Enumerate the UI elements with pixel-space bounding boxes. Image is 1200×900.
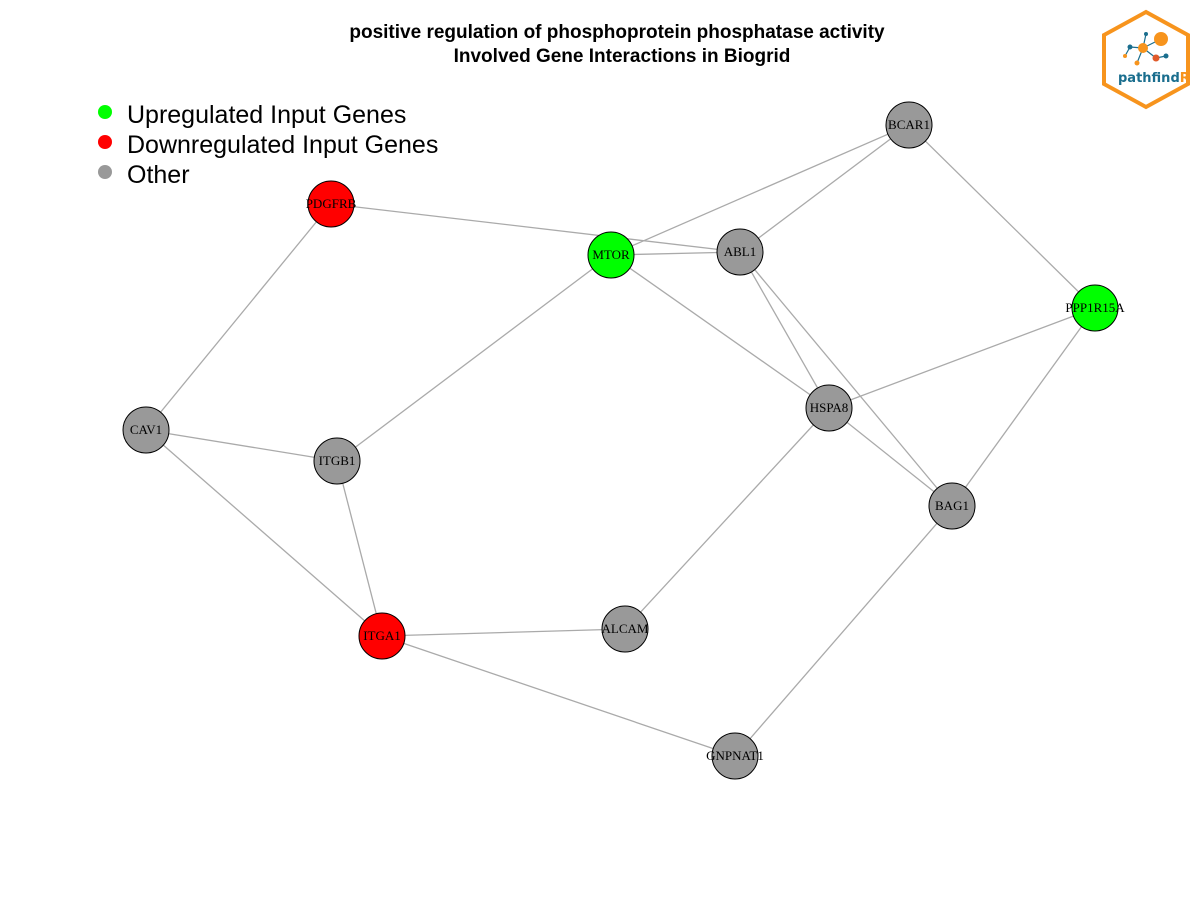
edge-hspa8-bag1: [828, 407, 953, 507]
edge-abl1-bcar1: [739, 124, 910, 253]
node-cav1: CAV1: [122, 406, 170, 454]
node-mtor: MTOR: [587, 231, 635, 279]
legend-label-up: Upregulated Input Genes: [127, 101, 406, 129]
node-label-itga1: ITGA1: [363, 628, 401, 643]
node-circle-itgb1: [313, 437, 361, 485]
node-circle-bcar1: [885, 101, 933, 149]
node-label-pdgfrb: PDGFRB: [306, 196, 357, 211]
edge-ppp1r15a-hspa8: [828, 307, 1096, 409]
node-itga1: ITGA1: [358, 612, 406, 660]
node-abl1: ABL1: [716, 228, 764, 276]
edge-itga1-alcam: [381, 628, 626, 637]
title-line-2: Involved Gene Interactions in Biogrid: [454, 46, 791, 67]
node-gnpnat1: GNPNAT1: [706, 732, 764, 780]
node-circle-gnpnat1: [711, 732, 759, 780]
node-label-abl1: ABL1: [724, 244, 757, 259]
node-label-gnpnat1: GNPNAT1: [706, 748, 764, 763]
node-circle-abl1: [716, 228, 764, 276]
edges: [145, 124, 1096, 757]
node-label-cav1: CAV1: [130, 422, 162, 437]
logo-network-icon: [1123, 32, 1169, 66]
edge-cav1-itgb1: [145, 429, 338, 462]
node-circle-itga1: [358, 612, 406, 660]
node-label-alcam: ALCAM: [602, 621, 649, 636]
edge-bcar1-ppp1r15a: [908, 124, 1096, 309]
edge-abl1-hspa8: [739, 251, 830, 409]
logo-text-main: pathfind: [1118, 71, 1180, 86]
edge-mtor-itgb1: [336, 254, 612, 462]
edge-bag1-gnpnat1: [734, 505, 953, 757]
legend-item-up: Upregulated Input Genes: [98, 101, 406, 129]
legend: Upregulated Input Genes Downregulated In…: [98, 101, 438, 189]
edge-pdgfrb-cav1: [145, 203, 332, 431]
node-label-itgb1: ITGB1: [319, 453, 356, 468]
node-label-bcar1: BCAR1: [888, 117, 930, 132]
legend-item-down: Downregulated Input Genes: [98, 131, 438, 159]
legend-label-other: Other: [127, 161, 190, 189]
node-circle-hspa8: [805, 384, 853, 432]
node-circle-alcam: [601, 605, 649, 653]
node-alcam: ALCAM: [601, 605, 649, 653]
legend-marker-other: [98, 165, 112, 179]
node-bcar1: BCAR1: [885, 101, 933, 149]
node-circle-bag1: [928, 482, 976, 530]
logo-hexagon: [1102, 9, 1190, 110]
node-label-hspa8: HSPA8: [810, 400, 849, 415]
node-label-bag1: BAG1: [935, 498, 969, 513]
node-circle-pdgfrb: [307, 180, 355, 228]
node-circle-cav1: [122, 406, 170, 454]
node-label-mtor: MTOR: [592, 247, 630, 262]
edge-cav1-itga1: [145, 429, 383, 637]
node-pdgfrb: PDGFRB: [306, 180, 357, 228]
edge-hspa8-alcam: [624, 407, 830, 630]
legend-item-other: Other: [98, 161, 190, 189]
node-bag1: BAG1: [928, 482, 976, 530]
node-label-ppp1r15a: PPP1R15A: [1065, 300, 1125, 315]
title-line-1: positive regulation of phosphoprotein ph…: [349, 22, 885, 43]
legend-label-down: Downregulated Input Genes: [127, 131, 438, 159]
node-circle-mtor: [587, 231, 635, 279]
node-ppp1r15a: PPP1R15A: [1065, 284, 1125, 332]
logo-text-accent: R: [1180, 71, 1190, 86]
edge-itga1-gnpnat1: [381, 635, 736, 757]
edge-itgb1-itga1: [336, 460, 383, 637]
pathfindr-logo: pathfindR: [1102, 9, 1190, 110]
node-circle-ppp1r15a: [1071, 284, 1119, 332]
edge-mtor-bcar1: [610, 124, 910, 256]
legend-marker-up: [98, 105, 112, 119]
edge-ppp1r15a-bag1: [951, 307, 1096, 507]
edge-abl1-bag1: [739, 251, 953, 507]
edge-pdgfrb-abl1: [330, 203, 741, 253]
node-itgb1: ITGB1: [313, 437, 361, 485]
edge-mtor-hspa8: [610, 254, 830, 409]
legend-marker-down: [98, 135, 112, 149]
node-hspa8: HSPA8: [805, 384, 853, 432]
logo-text: pathfindR: [1118, 71, 1190, 86]
